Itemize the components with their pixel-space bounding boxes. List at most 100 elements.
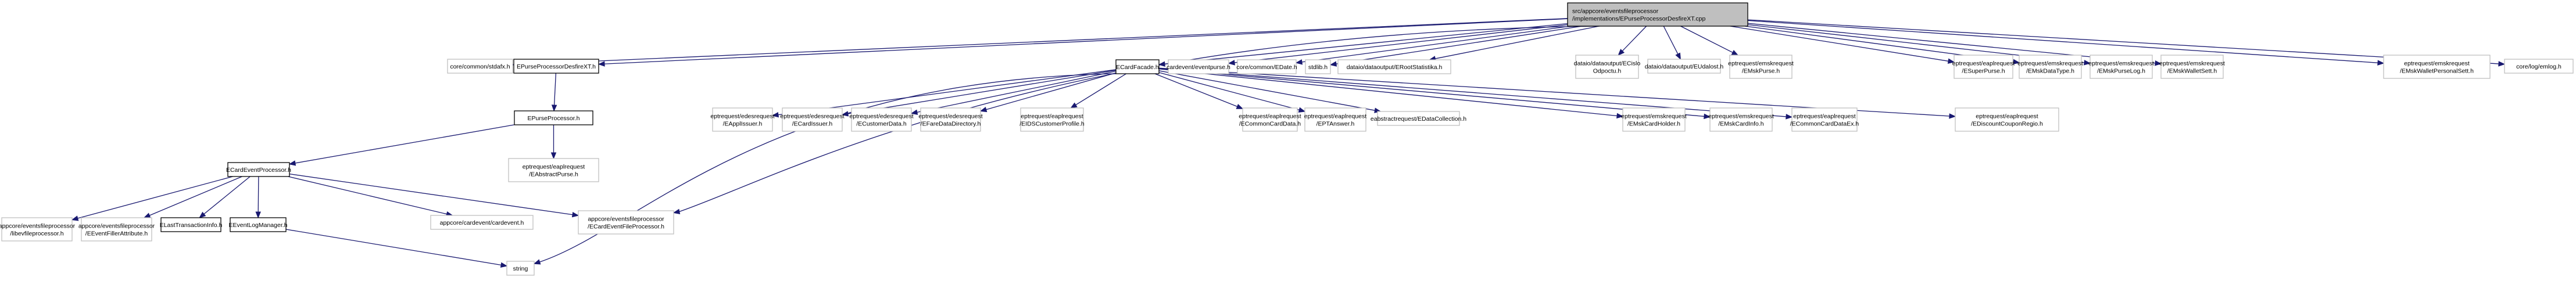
node-label: /ECommonCardDataEx.h <box>1790 121 1859 128</box>
edge-ecardeventproc-to-cardevent <box>288 176 453 217</box>
node-label: eptrequest/emskrequest <box>2017 60 2083 67</box>
node-label: /ECustomerData.h <box>856 121 907 128</box>
node-label: /ECardEventFileProcessor.h <box>588 224 664 230</box>
node-label: ELastTransactionInfo.h <box>160 222 223 229</box>
node-label: /implementations/EPurseProcessorDesfireX… <box>1572 16 1706 23</box>
node-box <box>1020 107 1084 132</box>
arrowhead-icon <box>500 262 508 268</box>
arrowhead-icon <box>1949 113 1956 119</box>
node-box <box>578 210 674 235</box>
node-box <box>1 217 73 242</box>
node-label: eptrequest/emskrequest <box>1728 60 1794 67</box>
edge-root-to-eventpurse <box>1228 24 1568 66</box>
edge-line <box>1164 23 1568 64</box>
edge-line <box>289 173 573 215</box>
graph-node-stdafx: core/common/stdafx.h <box>447 59 513 74</box>
node-box <box>1305 59 1331 74</box>
node-label: stdlib.h <box>1308 64 1328 71</box>
edge-ecardfacade-to-ecommoncarddata <box>1154 73 1244 109</box>
node-box <box>227 162 290 177</box>
node-label: eptrequest/edesrequest <box>849 113 913 120</box>
edge-line <box>285 229 502 266</box>
node-label: dataio/dataoutput/ERootStatistika.h <box>1347 64 1443 71</box>
graph-node-string: string <box>506 261 535 276</box>
edge-root-to-stdlib <box>1329 26 1583 67</box>
node-label: EPurseProcessor.h <box>528 115 580 122</box>
node-label: ECardEventProcessor.h <box>226 167 291 174</box>
edge-line <box>847 70 1117 114</box>
edge-line <box>917 71 1117 113</box>
edge-ecardeventproc-to-eeventfiller <box>143 176 242 218</box>
edge-line <box>778 69 1117 116</box>
edge-line <box>1680 26 1733 53</box>
node-label: /EFareDataDirectory.h <box>921 121 981 128</box>
node-label: eabstractrequest/EDataCollection.h <box>1371 116 1466 123</box>
node-label: /EMskWalletPersonalSett.h <box>2400 68 2474 75</box>
arrowhead-icon <box>2377 60 2385 66</box>
graph-node-eeventlogmgr[interactable]: EEventLogManager.h <box>229 217 288 232</box>
edge-root-to-emskwalletpers <box>1747 20 2385 66</box>
edge-root-to-emskpurse <box>1680 26 1739 56</box>
arrowhead-icon <box>1298 107 1306 113</box>
edge-line <box>1730 26 1949 62</box>
node-label: core/common/stdafx.h <box>450 63 510 70</box>
edge-line <box>257 176 259 212</box>
edge-ecardfacade-to-eidscustprof <box>1070 73 1126 109</box>
node-box <box>1575 55 1639 79</box>
node-box <box>447 59 513 74</box>
node-box <box>508 158 599 182</box>
edge-ecardeventproc-to-eeventlogmgr <box>255 176 261 219</box>
edge-ecardfacade-to-string <box>533 73 1117 265</box>
graph-node-ecardfacade[interactable]: ECardFacade.h <box>1115 59 1160 74</box>
edge-ecardeventproc-to-libevfileproc <box>71 176 233 221</box>
graph-node-elasttrans[interactable]: ELastTransactionInfo.h <box>160 217 223 232</box>
node-box <box>514 110 593 125</box>
edge-line <box>539 73 1117 262</box>
graph-node-ecardissuer: eptrequest/edesrequest/ECardIssuer.h <box>780 107 845 132</box>
node-box <box>1377 111 1460 126</box>
node-label: /EMskCardInfo.h <box>1718 121 1763 128</box>
node-box <box>2504 59 2574 74</box>
edge-ecardfacade-to-ecardissuer <box>841 70 1117 117</box>
edge-line <box>77 176 233 219</box>
graph-node-root[interactable]: src/appcore/eventsfileprocessor/implemen… <box>1567 2 1748 27</box>
node-box <box>1237 59 1297 74</box>
graph-node-emskpurselog: eptrequest/emskrequest/EMskPurseLog.h <box>2088 55 2154 79</box>
edge-line <box>149 176 242 216</box>
graph-node-ecommoncarddata: eptrequest/eaplrequest/ECommonCardData.h <box>1239 107 1301 132</box>
node-box <box>1954 55 2013 79</box>
edge-root-to-epxth <box>598 18 1568 67</box>
edge-ecardfacade-to-efaredatadir <box>979 72 1117 113</box>
node-label: eptrequest/edesrequest <box>710 113 774 120</box>
arrowhead-icon <box>2012 59 2020 65</box>
node-label: /EPTAnswer.h <box>1316 121 1355 128</box>
graph-node-emskwalletsett: eptrequest/emskrequest/EMskWalletSett.h <box>2159 55 2225 79</box>
edge-line <box>1747 20 2378 63</box>
node-label: eptrequest/edesrequest <box>918 113 982 120</box>
edge-root-to-ecislo <box>1618 26 1647 56</box>
edges-layer <box>71 18 2506 268</box>
arrowhead-icon <box>1675 52 1681 60</box>
node-label: /EApplIssuer.h <box>723 121 763 128</box>
node-label: /ECardIssuer.h <box>792 121 833 128</box>
edge-root-to-emskwalletsett <box>1747 23 2162 66</box>
arrowhead-icon <box>1070 102 1078 109</box>
graph-node-epxth[interactable]: EPurseProcessorDesfireXT.h <box>513 59 599 74</box>
node-label: eptrequest/eaplrequest <box>523 164 585 171</box>
arrowhead-icon <box>1786 114 1793 120</box>
graph-node-ecardeventproc[interactable]: ECardEventProcessor.h <box>226 162 291 177</box>
edge-root-to-edate <box>1295 26 1571 65</box>
arrowhead-icon <box>979 107 988 113</box>
arrowhead-icon <box>288 160 296 166</box>
graph-node-eudalost: dataio/dataoutput/EUdalost.h <box>1645 59 1723 74</box>
node-label: eptrequest/emskrequest <box>2088 60 2154 67</box>
arrowhead-icon <box>1295 59 1303 65</box>
arrowhead-icon <box>2155 60 2162 66</box>
node-box <box>712 107 773 132</box>
graph-node-epurseproc[interactable]: EPurseProcessor.h <box>514 110 593 125</box>
node-label: /ESuperPurse.h <box>1962 68 2005 75</box>
node-box <box>1567 2 1748 27</box>
node-box <box>81 217 152 242</box>
edge-ecardeventproc-to-elasttrans <box>199 176 251 218</box>
arrowhead-icon <box>2498 61 2506 67</box>
